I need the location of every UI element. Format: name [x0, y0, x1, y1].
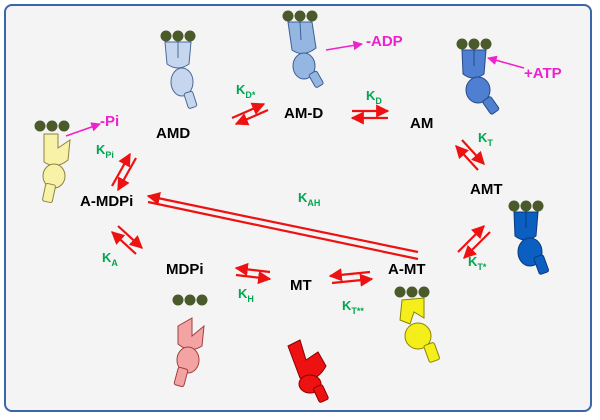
rate-labels: KD* KD KT KAH KT* KT** KH KA KPi [96, 82, 493, 316]
rate-KH: KH [238, 286, 254, 304]
state-AMD: AMD [156, 125, 190, 142]
myosin-AMT-icon [508, 200, 549, 275]
state-AM: AM [410, 115, 433, 132]
arrow-A_MT-MT [328, 268, 374, 287]
arrow-MT-MDPi [234, 262, 272, 285]
myosin-MDPi-icon [172, 294, 208, 388]
rate-KA: KA [102, 250, 118, 268]
label-plus-ATP: +ATP [524, 65, 562, 82]
arrow-AM-AMT [455, 139, 485, 171]
state-A-MT: A-MT [388, 261, 426, 278]
rate-KAH: KAH [298, 190, 320, 208]
arrow-MDPi-A_MDPi [111, 225, 143, 255]
label-minus-Pi: -Pi [100, 113, 119, 130]
rate-KD-star: KD* [236, 82, 256, 100]
arrow-AMD-AM_D [231, 102, 269, 126]
atp-binding-arrow [487, 55, 525, 69]
arrow-A_MDPi-AMD [111, 152, 137, 192]
nucleotide-arrows [65, 40, 525, 137]
state-AMT: AMT [470, 181, 503, 198]
myosin-glyphs [34, 10, 549, 403]
rate-KT: KT [478, 130, 493, 148]
myosin-A-MT-icon [394, 286, 440, 363]
state-AM-D: AM-D [284, 105, 323, 122]
rate-KT-starstar: KT** [342, 298, 364, 316]
myosin-AMD-icon [160, 30, 198, 109]
state-MT: MT [290, 277, 312, 294]
arrow-AMT-A_MT [457, 225, 491, 259]
state-A-MDPi: A-MDPi [80, 193, 133, 210]
state-MDPi: MDPi [166, 261, 204, 278]
myosin-A-MDPi-icon [34, 120, 71, 203]
rate-KD: KD [366, 88, 382, 106]
rate-KPi: KPi [96, 142, 114, 160]
nucleotide-labels: -ADP +ATP -Pi [100, 33, 562, 130]
rate-KT-star: KT* [468, 254, 487, 272]
myosin-AM-D-icon [282, 10, 324, 88]
label-minus-ADP: -ADP [366, 33, 403, 50]
arrow-A_MT-A_MDPi [146, 191, 419, 261]
arrow-AM_D-AM [350, 104, 390, 125]
pi-release-arrow [65, 122, 101, 137]
state-labels: AMD AM-D AM AMT A-MT MT MDPi A-MDPi [80, 105, 503, 294]
adp-release-arrow [325, 40, 363, 51]
reaction-arrows [111, 102, 491, 287]
myosin-MT-icon [287, 339, 329, 403]
myosin-AM-icon [456, 38, 500, 115]
